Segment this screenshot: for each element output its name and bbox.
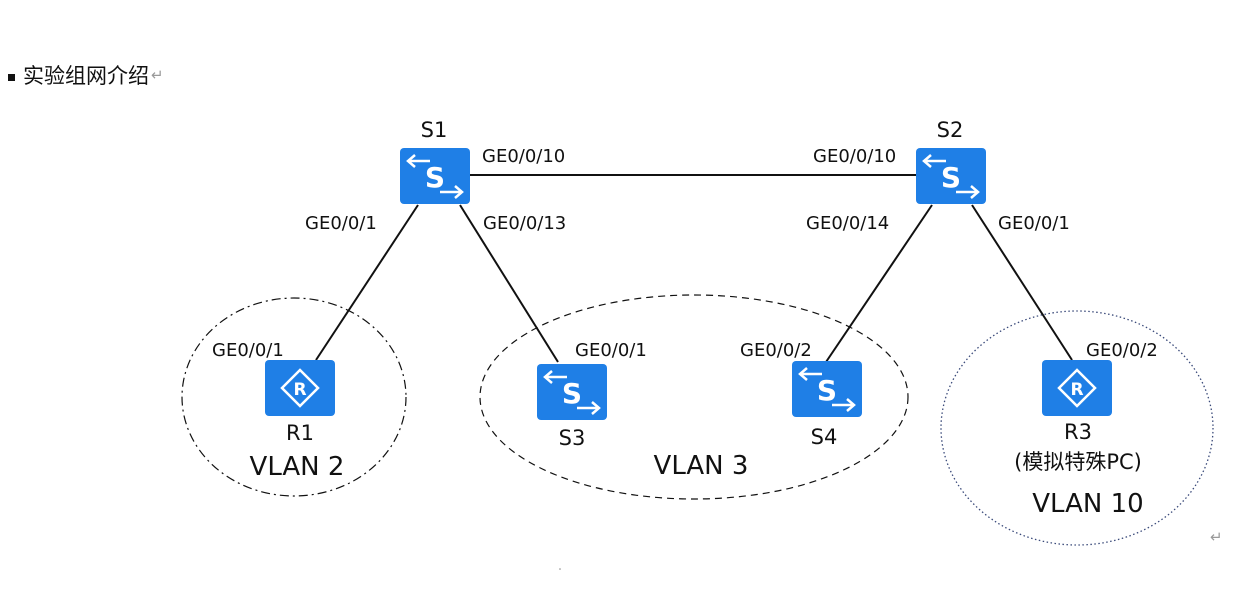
- r3-label: R3: [1064, 420, 1092, 444]
- port-r1-s1: GE0/0/1: [212, 340, 284, 361]
- vlan10-boundary: [940, 310, 1214, 546]
- stray-dot: [559, 568, 561, 570]
- bullet-icon: [8, 73, 15, 81]
- vlan3-boundary: [479, 294, 909, 500]
- port-r3-s2: GE0/0/2: [1086, 340, 1158, 361]
- link-s2-r3: [971, 204, 1073, 361]
- r3-router-icon[interactable]: [1040, 358, 1114, 418]
- s1-label: S1: [421, 118, 448, 142]
- s3-label: S3: [559, 426, 586, 450]
- port-s4-s2: GE0/0/2: [740, 340, 812, 361]
- port-s2-r3: GE0/0/1: [998, 213, 1070, 234]
- s1-switch-icon[interactable]: [398, 146, 472, 206]
- port-s3-s1: GE0/0/1: [575, 340, 647, 361]
- port-s2-s1: GE0/0/10: [813, 146, 896, 167]
- s3-switch-icon[interactable]: [535, 362, 609, 422]
- port-s1-s2: GE0/0/10: [482, 146, 565, 167]
- port-s1-r1: GE0/0/1: [305, 213, 377, 234]
- section-heading: 实验组网介绍 ↵: [8, 60, 164, 90]
- link-s1-s3: [459, 204, 559, 363]
- vlan2-boundary: [181, 297, 407, 497]
- port-s2-s4: GE0/0/14: [806, 213, 889, 234]
- r1-label: R1: [286, 421, 314, 445]
- port-s1-s3: GE0/0/13: [483, 213, 566, 234]
- r1-router-icon[interactable]: [263, 358, 337, 418]
- s2-switch-icon[interactable]: [914, 146, 988, 206]
- vlan10-label: VLAN 10: [1032, 489, 1143, 519]
- end-paragraph-mark-icon: ↵: [1210, 528, 1223, 546]
- link-s2-s4: [825, 204, 933, 363]
- s4-switch-icon[interactable]: [790, 359, 864, 419]
- link-s1-r1: [315, 204, 419, 361]
- section-heading-text: 实验组网介绍: [23, 64, 149, 88]
- r3-note: (模拟特殊PC): [1014, 450, 1142, 474]
- vlan3-label: VLAN 3: [654, 451, 749, 481]
- s2-label: S2: [937, 118, 964, 142]
- s4-label: S4: [811, 425, 838, 449]
- vlan2-label: VLAN 2: [250, 452, 345, 482]
- paragraph-mark-icon: ↵: [151, 66, 164, 84]
